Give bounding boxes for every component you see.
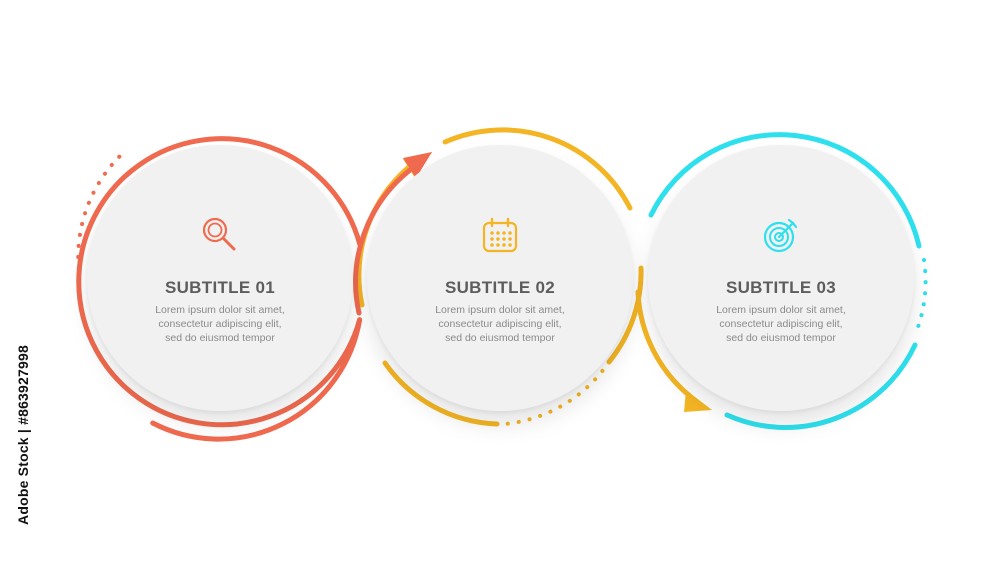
- step-body-2: Lorem ipsum dolor sit amet, consectetur …: [410, 303, 590, 345]
- calendar-icon: [480, 215, 520, 255]
- step-title-2: SUBTITLE 02: [444, 278, 556, 297]
- step-body-1-line-2: consectetur adipiscing elit,: [158, 318, 282, 330]
- step-title-1: SUBTITLE 01: [164, 278, 276, 297]
- step-card-3: SUBTITLE 03 Lorem ipsum dolor sit amet, …: [648, 145, 914, 411]
- step-card-1: SUBTITLE 01 Lorem ipsum dolor sit amet, …: [87, 145, 353, 411]
- step-body-1-line-1: Lorem ipsum dolor sit amet,: [155, 304, 285, 316]
- step-body-2-line-1: Lorem ipsum dolor sit amet,: [435, 304, 565, 316]
- magnifier-icon: [200, 215, 240, 255]
- step-body-2-line-3: sed do eiusmod tempor: [445, 332, 555, 344]
- arrowhead-3: [684, 390, 712, 412]
- step-body-3: Lorem ipsum dolor sit amet, consectetur …: [691, 303, 871, 345]
- step-body-1-line-3: sed do eiusmod tempor: [165, 332, 275, 344]
- step-card-2: SUBTITLE 02 Lorem ipsum dolor sit amet, …: [367, 145, 633, 411]
- step-body-3-line-1: Lorem ipsum dolor sit amet,: [716, 304, 846, 316]
- target-icon: [761, 215, 801, 255]
- step-body-2-line-2: consectetur adipiscing elit,: [438, 318, 562, 330]
- step-body-3-line-3: sed do eiusmod tempor: [726, 332, 836, 344]
- step-body-3-line-2: consectetur adipiscing elit,: [719, 318, 843, 330]
- step-title-3: SUBTITLE 03: [725, 278, 837, 297]
- stock-id-text: Adobe Stock | #863927998: [15, 345, 31, 525]
- stock-id-watermark: Adobe Stock | #863927998: [12, 320, 34, 550]
- step-body-1: Lorem ipsum dolor sit amet, consectetur …: [130, 303, 310, 345]
